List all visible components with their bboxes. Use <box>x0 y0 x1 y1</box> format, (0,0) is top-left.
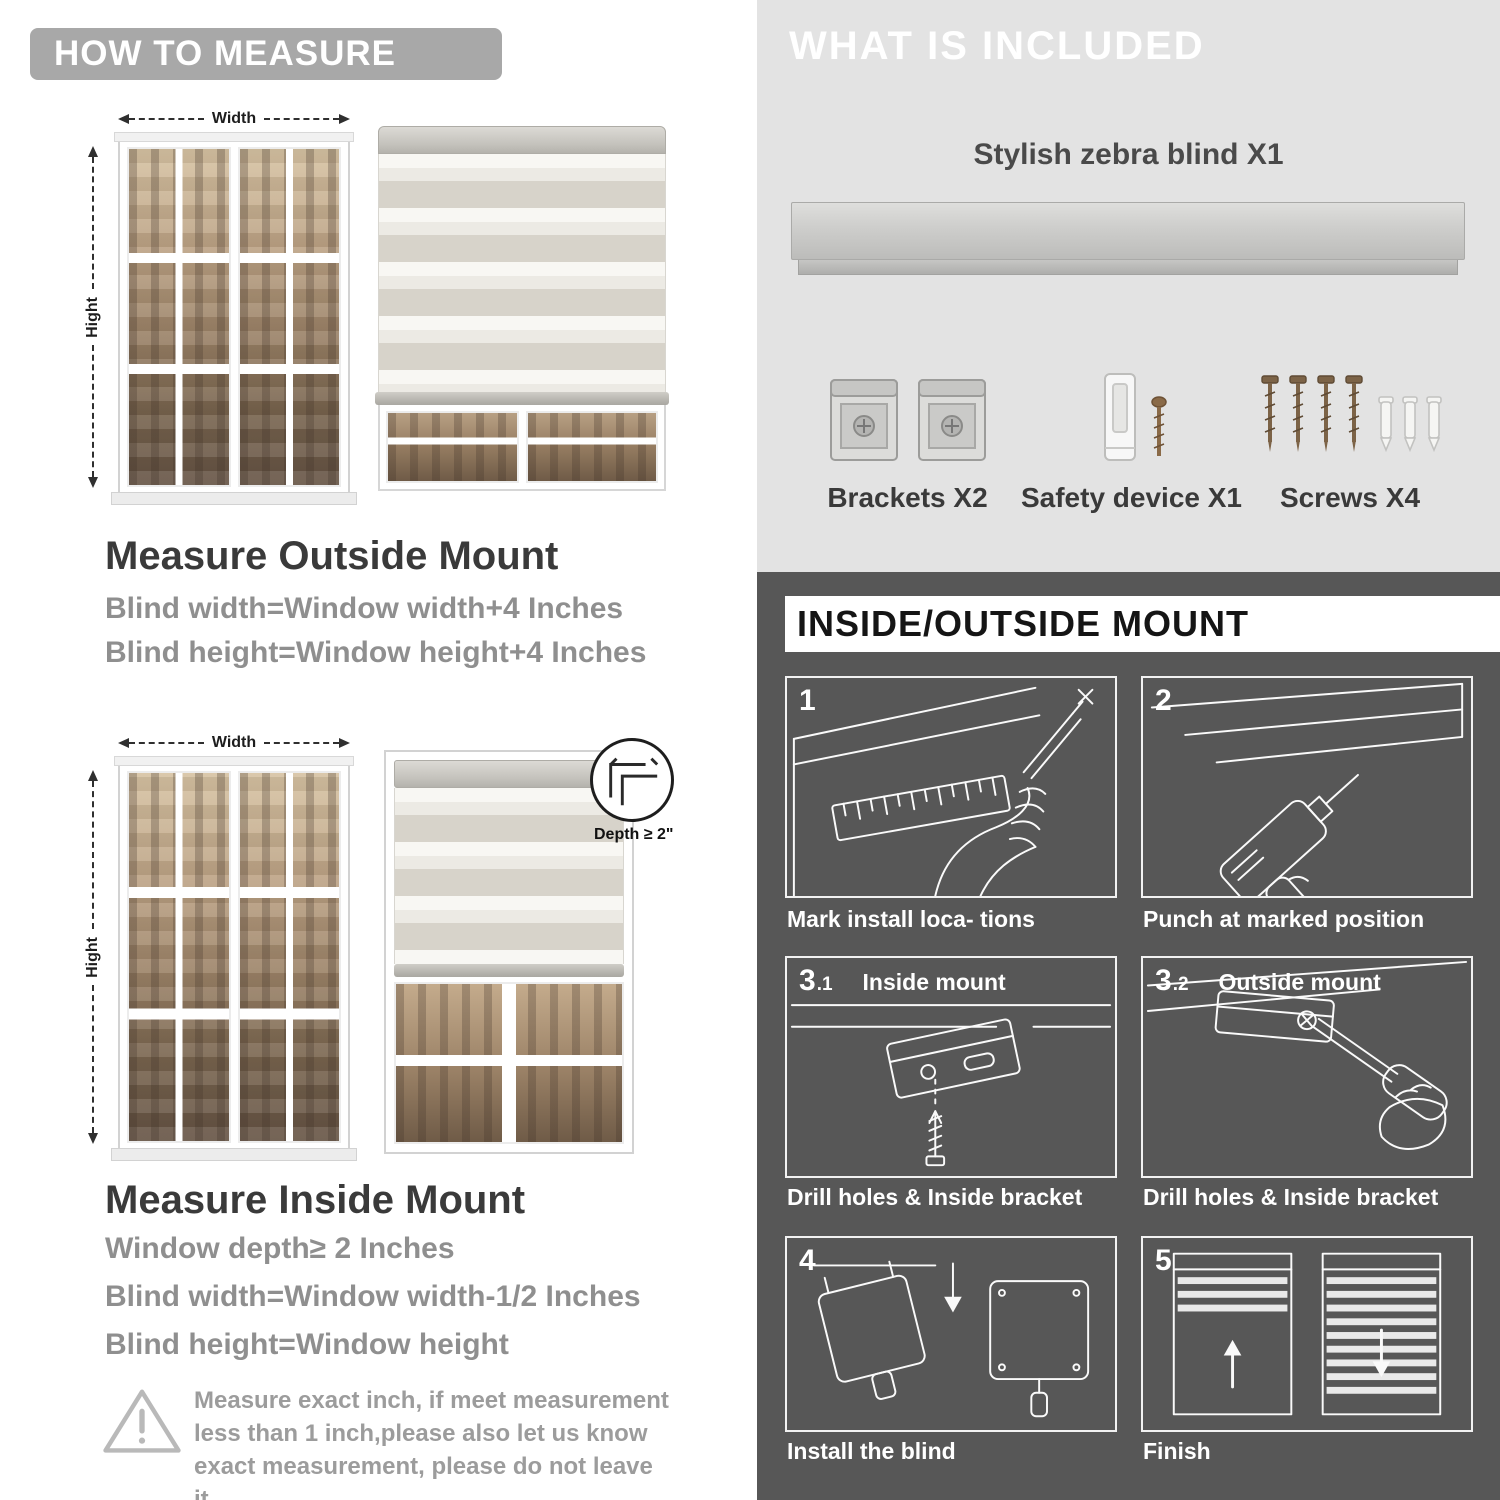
dashed-line <box>92 345 94 477</box>
dashed-line <box>92 985 94 1133</box>
dashed-line <box>129 742 204 744</box>
step3-1-inside-bracket-illustration <box>790 1004 1112 1167</box>
dashed-line <box>92 157 94 289</box>
arrowhead-up-icon <box>88 770 98 781</box>
what-is-included-header: WHAT IS INCLUDED <box>789 24 1205 68</box>
step-number: 5 <box>1155 1244 1172 1277</box>
arrowhead-right-icon <box>339 738 350 748</box>
safety-device-icon <box>1019 344 1244 466</box>
step-number: 1 <box>799 684 816 717</box>
step-caption: Finish <box>1143 1438 1211 1464</box>
outside-mount-line: Blind width=Window width+4 Inches <box>105 592 624 625</box>
window-sash <box>127 771 231 1143</box>
step-number: 4 <box>799 1244 816 1277</box>
step-panel-2: 2 <box>1141 676 1473 898</box>
width-label: Width <box>211 734 257 751</box>
depth-callout <box>590 738 674 822</box>
blind-label: Stylish zebra blind X1 <box>973 138 1284 171</box>
window-panes <box>394 982 624 1144</box>
step-caption: Mark install loca- tions <box>787 906 1035 932</box>
window-sash <box>127 147 231 487</box>
window-corner-icon <box>609 757 659 806</box>
zebra-blind-headrail-illustration <box>791 202 1465 275</box>
step3-2-outside-bracket-illustration <box>1146 960 1468 1150</box>
zebra-blind-inside-illustration <box>384 750 634 1154</box>
step5-finish-illustration <box>1172 1252 1442 1416</box>
brackets-icon <box>805 344 1010 466</box>
arrowhead-up-icon <box>88 146 98 157</box>
blind-stripes <box>378 154 666 392</box>
step2-drill-illustration <box>1150 682 1464 896</box>
how-to-measure-header: HOW TO MEASURE <box>30 28 502 80</box>
step-caption: Punch at marked position <box>1143 906 1425 932</box>
inside-outside-mount-header: INSIDE/OUTSIDE MOUNT <box>785 596 1500 652</box>
blind-bottom-rail <box>375 392 669 405</box>
step4-install-blind-illustration <box>812 1260 1090 1418</box>
zebra-blind-outside-illustration <box>375 126 669 491</box>
arrowhead-right-icon <box>339 114 350 124</box>
step-number: 3 .1 Inside mount <box>799 964 1006 997</box>
step-panel-5: 5 <box>1141 1236 1473 1432</box>
arrowhead-left-icon <box>118 738 129 748</box>
screws-label: Screws X4 <box>1279 482 1421 513</box>
height-label: Hight <box>84 296 101 338</box>
step-caption: Drill holes & Inside bracket <box>1143 1184 1439 1210</box>
step-panel-4: 4 <box>785 1236 1117 1432</box>
blind-stripes <box>394 788 624 964</box>
blind-bottom-rail <box>394 964 624 977</box>
window-sash <box>237 147 341 487</box>
measurement-note: Measure exact inch, if meet measurement … <box>194 1387 669 1500</box>
step-number: 3 .2 Outside mount <box>1155 964 1381 997</box>
arrowhead-left-icon <box>118 114 129 124</box>
dashed-line <box>92 781 94 929</box>
part-safety-device: Safety device X1 <box>1019 344 1244 514</box>
how-to-measure-section: HOW TO MEASURE Width Hight Measure O <box>30 28 674 1500</box>
width-label: Width <box>211 110 257 127</box>
outside-mount-line: Blind height=Window height+4 Inches <box>105 636 647 669</box>
inside-mount-line: Window depth≥ 2 Inches <box>105 1232 455 1265</box>
part-brackets: Brackets X2 <box>805 344 1010 514</box>
blind-cassette <box>394 760 624 788</box>
step-panel-1: 1 <box>785 676 1117 898</box>
window-illustration <box>111 132 357 505</box>
headrail-bar <box>791 202 1465 260</box>
height-arrow: Hight <box>84 770 102 1144</box>
dashed-line <box>264 118 339 120</box>
headrail-fascia <box>798 260 1458 275</box>
inside-mount-title: Measure Inside Mount <box>105 1178 526 1222</box>
step-panel-3-1: 3 .1 Inside mount <box>785 956 1117 1178</box>
dashed-line <box>264 742 339 744</box>
part-screws: Screws X4 <box>1235 344 1465 514</box>
blind-cassette <box>378 126 666 154</box>
what-is-included-section: WHAT IS INCLUDED Stylish zebra blind X1 <box>757 0 1500 572</box>
warning-triangle-icon <box>102 1386 182 1463</box>
screws-icon <box>1235 344 1465 466</box>
height-arrow: Hight <box>84 146 102 488</box>
window-sliver <box>378 405 666 491</box>
window-pane <box>525 411 658 483</box>
inside-mount-line: Blind width=Window width-1/2 Inches <box>105 1280 641 1313</box>
width-arrow: Width <box>118 110 350 128</box>
depth-label: Depth ≥ 2" <box>594 826 674 843</box>
arrowhead-down-icon <box>88 477 98 488</box>
inside-outside-mount-section: INSIDE/OUTSIDE MOUNT 1 Mark inst <box>757 572 1500 1500</box>
inside-mount-line: Blind height=Window height <box>105 1328 509 1361</box>
step-panel-3-2: 3 .2 Outside mount <box>1141 956 1473 1178</box>
window-illustration <box>111 756 357 1161</box>
arrowhead-down-icon <box>88 1133 98 1144</box>
safety-device-label: Safety device X1 <box>1020 482 1243 513</box>
height-label: Hight <box>84 936 101 978</box>
window-sash <box>237 771 341 1143</box>
window-pane <box>386 411 519 483</box>
brackets-label: Brackets X2 <box>827 482 988 513</box>
width-arrow: Width <box>118 734 350 752</box>
step-caption: Install the blind <box>787 1438 956 1464</box>
outside-mount-title: Measure Outside Mount <box>105 534 559 578</box>
step-caption: Drill holes & Inside bracket <box>787 1184 1083 1210</box>
step1-mark-illustration <box>792 686 1094 896</box>
step-number: 2 <box>1155 684 1172 717</box>
dashed-line <box>129 118 204 120</box>
